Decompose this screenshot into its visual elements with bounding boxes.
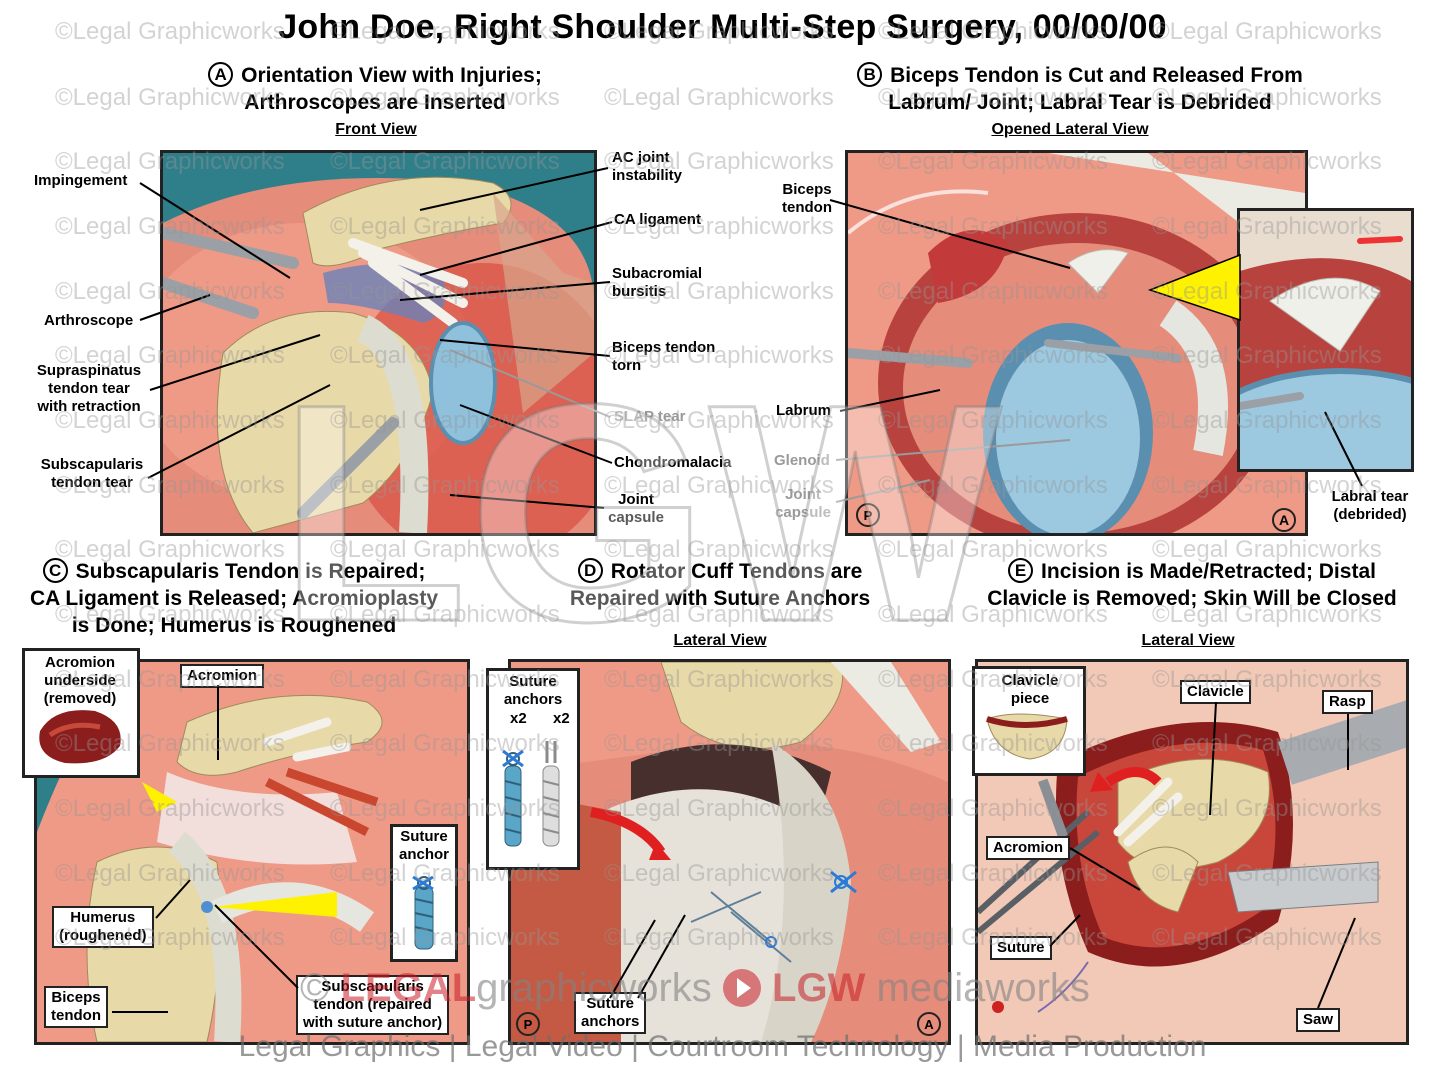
label-x2-left: x2 [510, 710, 527, 727]
label-arthroscope: Arthroscope [44, 312, 134, 329]
panel-e-view-label: Lateral View [1141, 632, 1235, 649]
label-biceps-tendon-b: Biceps tendon [782, 181, 832, 216]
panel-a-view-label: Front View [335, 121, 417, 138]
label-biceps-torn: Biceps tendon torn [612, 339, 716, 374]
panel-d-inset-anchors [486, 668, 580, 870]
label-labral-tear: Labral tear (debrided) [1331, 488, 1409, 523]
label-rasp: Rasp [1322, 690, 1373, 714]
label-impingement: Impingement [34, 172, 128, 189]
label-slap-tear: SLAP tear [614, 408, 686, 425]
panel-c-inset-acromion [22, 648, 140, 778]
panel-e-illustration [975, 659, 1409, 1045]
panel-b-view-label: Opened Lateral View [991, 121, 1149, 138]
panel-b-inset [1237, 208, 1414, 472]
panel-a-illustration [160, 150, 597, 536]
label-chondromalacia: Chondromalacia [614, 454, 732, 471]
label-joint-capsule-b: Joint capsule [775, 486, 831, 521]
label-clavicle: Clavicle [1180, 680, 1251, 704]
panel-c-inset-anchor [390, 824, 458, 962]
panel-b-orient-p: P [864, 508, 873, 523]
panel-d-orient-p: P [524, 1017, 533, 1032]
page-title: John Doe, Right Shoulder Multi-Step Surg… [278, 8, 1167, 46]
panel-b-orient-a: A [1272, 508, 1296, 532]
label-ac-joint: AC joint instability [612, 149, 683, 184]
label-x2-right: x2 [553, 710, 570, 727]
panel-a-letter: A [208, 62, 234, 87]
label-labrum: Labrum [776, 402, 832, 419]
label-joint-capsule-a: Joint capsule [608, 491, 664, 526]
label-saw: Saw [1296, 1008, 1341, 1032]
panel-d-orient-a: A [924, 1017, 934, 1032]
label-acromion-underside: Acromion underside (removed) [43, 654, 117, 707]
label-biceps-tendon-c: Biceps tendon [44, 986, 108, 1028]
panel-c-letter: C [42, 558, 68, 583]
watermark-text: ©Legal Graphicworks [604, 84, 834, 111]
label-suture-anchors-bottom: Suture anchors [574, 992, 647, 1034]
label-suture-anchor-c: Suture anchor [398, 828, 449, 863]
panel-d-view-label: Lateral View [673, 632, 767, 649]
panel-d-letter: D [577, 558, 603, 583]
label-glenoid: Glenoid [774, 452, 830, 469]
label-acromion-e: Acromion [986, 836, 1071, 860]
panel-e-inset-clavicle [972, 666, 1086, 776]
label-acromion-c: Acromion [180, 664, 265, 688]
panel-b-letter: B [857, 62, 883, 87]
label-suture: Suture [990, 936, 1052, 960]
label-clavicle-piece: Clavicle piece [1001, 672, 1059, 707]
label-subacromial: Subacromial bursitis [612, 265, 703, 300]
label-supraspinatus-tear: Supraspinatus tendon tear with retractio… [36, 362, 142, 415]
label-ca-ligament: CA ligament [614, 211, 701, 228]
tagline: Legal Graphics | Legal Video | Courtroom… [238, 1030, 1207, 1063]
label-suture-anchors-top: Suture anchors [503, 673, 563, 708]
label-humerus: Humerus (roughened) [52, 906, 154, 948]
panel-e-letter: E [1008, 558, 1034, 583]
label-subscapularis-repaired: Subscapularis tendon (repaired with sutu… [296, 975, 450, 1035]
label-subscapularis-tear: Subscapularis tendon tear [40, 456, 144, 491]
